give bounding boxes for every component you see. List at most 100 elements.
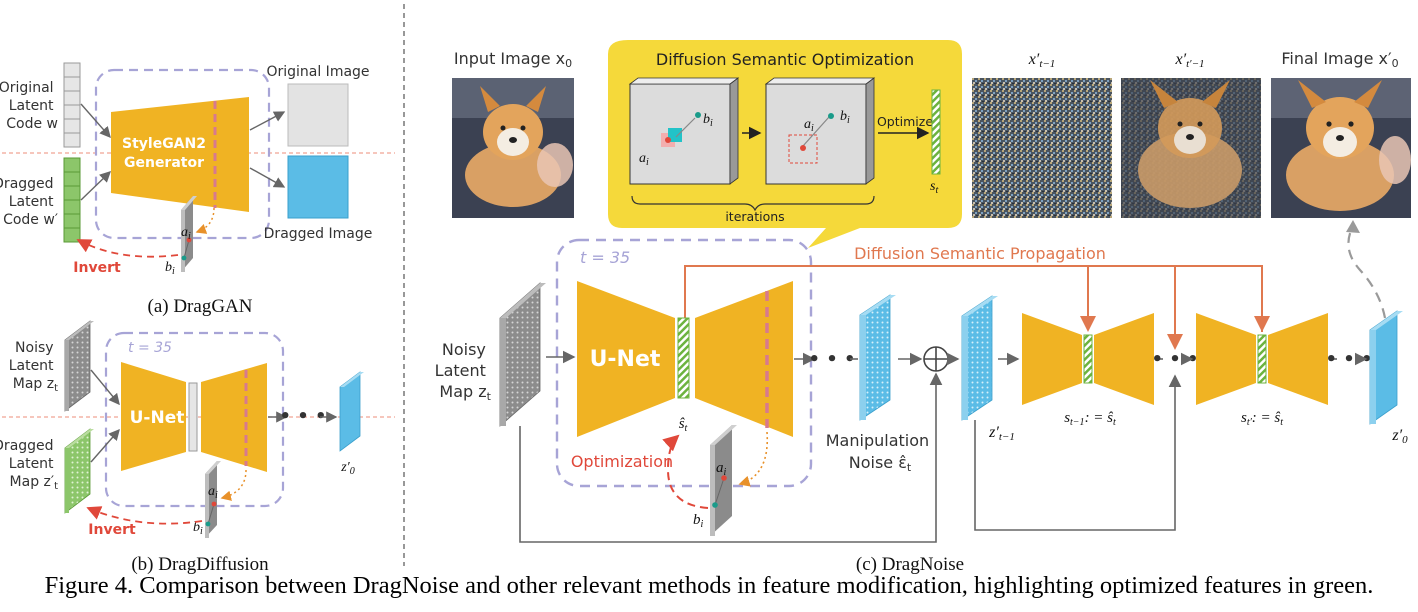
a-i-label-b: ai — [208, 484, 218, 501]
unet-encoder-c — [577, 281, 675, 437]
arrow-dragged-to-gen — [80, 171, 112, 201]
optimize-label: Optimize — [877, 114, 933, 129]
z-t1-label: z′t−1 — [988, 424, 1015, 443]
s-eq2-label: st′: = ŝt — [1241, 410, 1283, 428]
original-latent-label: Original Latent Code w — [0, 80, 58, 132]
unet-3-decoder — [1268, 313, 1328, 405]
dotted-arrow-c — [738, 431, 769, 487]
unet-3-encoder — [1196, 313, 1256, 405]
svg-text:ai: ai — [639, 151, 649, 168]
svg-text:bi: bi — [840, 109, 850, 126]
s-eq1-label: st−1: = ŝt — [1064, 410, 1116, 428]
unet-2-bar — [1083, 334, 1093, 384]
manipulation-noise-label: Manipulation Noise ε̂t — [826, 431, 934, 474]
unet-label-b: U-Net — [130, 408, 185, 428]
z0-label-c: z′0 — [1391, 427, 1408, 446]
figure-caption: Figure 4. Comparison between DragNoise a… — [44, 572, 1374, 599]
dso-title: Diffusion Semantic Optimization — [656, 50, 914, 69]
dragged-latent-label: Dragged Latent Code w′ — [0, 176, 58, 228]
arrow-to-original-image — [249, 111, 286, 131]
unet-2-decoder — [1094, 313, 1154, 405]
b-i-label-b: bi — [193, 520, 203, 537]
t-label-b: t = 35 — [128, 340, 172, 356]
noisy-latent-label-c: Noisy Latent Map zt — [435, 340, 492, 403]
skip-connection-2 — [974, 374, 1182, 531]
svg-text:ai: ai — [804, 117, 814, 134]
partial-image-x-t2 — [1121, 78, 1261, 218]
panel-a: Original Latent Code w Dragged Latent Co… — [0, 62, 395, 317]
noisy-latent-block-b — [64, 320, 94, 412]
z0-label-b: z′0 — [340, 460, 355, 477]
unet-bottleneck-b — [188, 382, 198, 452]
add-operator — [923, 346, 949, 372]
generator-label-1: StyleGAN2 — [122, 136, 206, 152]
original-image-label: Original Image — [266, 64, 369, 80]
caption-b: (b) DragDiffusion — [131, 554, 269, 575]
input-image — [452, 78, 574, 218]
optimization-arrow — [662, 434, 709, 509]
unet-encoder-b — [121, 362, 186, 471]
to-final-arrow — [1347, 227, 1387, 319]
unet-decoder-b — [201, 363, 267, 472]
z0-block-b — [339, 371, 364, 452]
caption-c: (c) DragNoise — [856, 554, 964, 575]
z0-block-c — [1369, 310, 1403, 425]
caption-a: (a) DragGAN — [148, 296, 253, 317]
dragged-latent-block-b — [64, 428, 94, 514]
arrow-noisy-b — [90, 369, 120, 406]
dotted-arrow-a — [195, 207, 215, 234]
unet-2-encoder — [1022, 313, 1082, 405]
arrow-dragged-b — [90, 428, 120, 463]
iterations-label: iterations — [725, 209, 784, 224]
original-latent-code — [63, 62, 81, 148]
final-image-label: Final Image x′0 — [1281, 49, 1398, 70]
propagation-label: Diffusion Semantic Propagation — [854, 244, 1106, 263]
x-t2-label: x′t′−1 — [1175, 51, 1205, 70]
generator-label-2: Generator — [124, 155, 204, 171]
dso-map-1 — [628, 77, 740, 185]
invert-arrow-b — [86, 506, 203, 525]
dragged-latent-code — [63, 157, 81, 243]
unet-3-bar — [1257, 334, 1267, 384]
dragged-image-label: Dragged Image — [264, 226, 373, 242]
dashed-box-b — [104, 331, 285, 508]
svg-text:ai: ai — [716, 460, 727, 478]
unet-label-c: U-Net — [590, 347, 661, 372]
s-hat-label: ŝt — [679, 416, 688, 434]
iterations-brace — [631, 195, 875, 212]
t-label-c: t = 35 — [580, 248, 630, 267]
noisy-latent-label-b: Noisy Latent Map zt — [9, 340, 58, 394]
b-i-label-a: bi — [165, 260, 175, 277]
dso-map-2 — [764, 77, 876, 185]
input-image-label: Input Image x0 — [454, 49, 572, 70]
ellipsis-b: • • • — [279, 406, 326, 427]
s-t-label: st — [930, 179, 938, 196]
manipulation-noise-block — [859, 294, 896, 421]
unet-decoder-c — [695, 281, 793, 437]
noisy-image-x-t1 — [972, 78, 1112, 218]
skip-connection-1 — [519, 372, 943, 543]
dragged-image-block — [287, 155, 349, 219]
invert-label-b: Invert — [88, 522, 136, 538]
svg-text:• • •: • • • — [808, 349, 855, 370]
invert-arrow-a — [76, 239, 179, 258]
s-t-bar — [931, 89, 941, 175]
feature-map-a — [181, 196, 197, 272]
arrow-original-to-gen — [80, 103, 111, 139]
panel-b: Noisy Latent Map zt Dragged Latent Map z… — [0, 320, 395, 575]
optimization-label: Optimization — [571, 452, 673, 471]
x-t1-label: x′t−1 — [1028, 51, 1056, 70]
invert-label-a: Invert — [73, 260, 121, 276]
svg-text:bi: bi — [693, 512, 704, 530]
original-image-block — [287, 83, 349, 147]
arrow-to-dragged-image — [249, 167, 286, 188]
feature-map-c — [710, 425, 737, 536]
noisy-latent-block-c — [499, 282, 546, 427]
propagation-line — [684, 265, 1263, 332]
dragged-latent-label-b: Dragged Latent Map z′t — [0, 438, 58, 492]
panel-c: Input Image x0 Diffusion Semantic Optimi… — [435, 40, 1411, 575]
final-image — [1271, 78, 1411, 218]
svg-text:bi: bi — [703, 112, 713, 129]
s-hat-bar — [677, 317, 690, 399]
